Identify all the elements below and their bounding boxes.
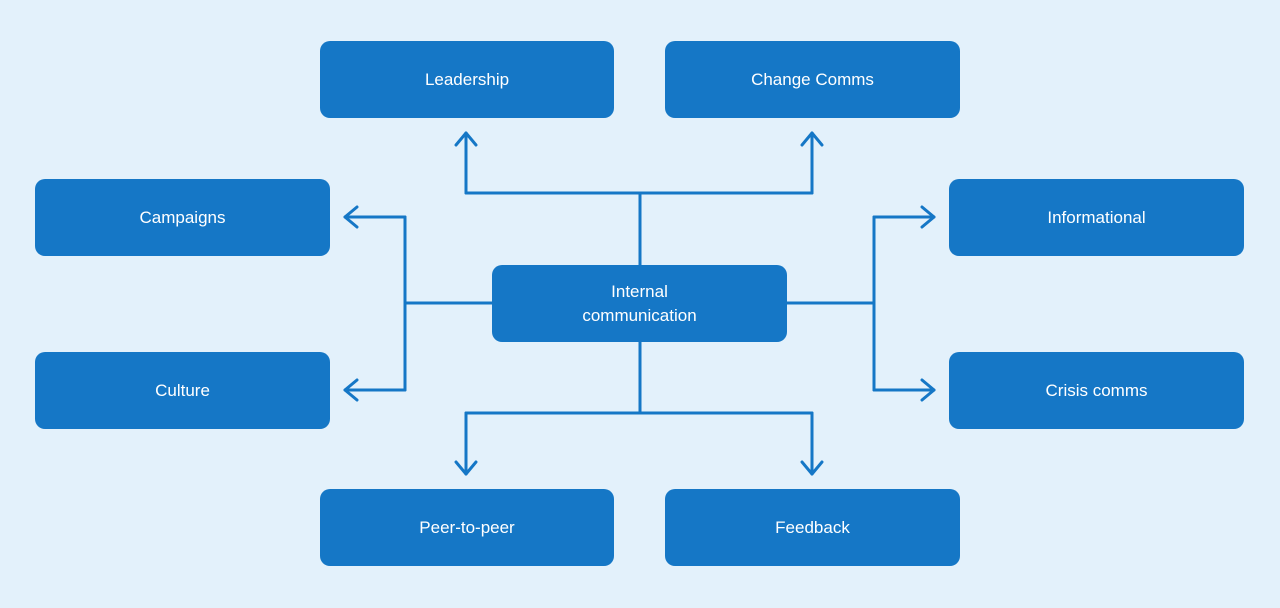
- arrowhead-feedback: [800, 460, 824, 476]
- node-campaigns: Campaigns: [35, 179, 330, 256]
- arrowhead-culture: [343, 378, 359, 402]
- arrowhead-crisis-comms: [920, 378, 936, 402]
- node-informational: Informational: [949, 179, 1244, 256]
- node-change-comms: Change Comms: [665, 41, 960, 118]
- node-culture-label: Culture: [155, 380, 210, 400]
- node-crisis-comms: Crisis comms: [949, 352, 1244, 429]
- node-feedback-label: Feedback: [775, 517, 850, 537]
- node-peer-to-peer-label: Peer-to-peer: [419, 517, 515, 537]
- node-leadership-label: Leadership: [424, 69, 510, 89]
- node-internal-communication-label: Internal communication: [582, 281, 697, 325]
- node-campaigns-label: Campaigns: [139, 207, 226, 227]
- node-informational-label: Informational: [1047, 207, 1146, 227]
- node-peer-to-peer: Peer-to-peer: [320, 489, 614, 566]
- arrowhead-leadership: [454, 131, 478, 147]
- arrowhead-campaigns: [343, 205, 359, 229]
- node-crisis-comms-label: Crisis comms: [1045, 380, 1148, 400]
- node-leadership: Leadership: [320, 41, 614, 118]
- arrowhead-informational: [920, 205, 936, 229]
- arrowhead-peer-to-peer: [454, 460, 478, 476]
- node-feedback: Feedback: [665, 489, 960, 566]
- node-culture: Culture: [35, 352, 330, 429]
- node-change-comms-label: Change Comms: [751, 69, 874, 89]
- node-internal-communication: Internal communication: [492, 265, 787, 342]
- arrowhead-change-comms: [800, 131, 824, 147]
